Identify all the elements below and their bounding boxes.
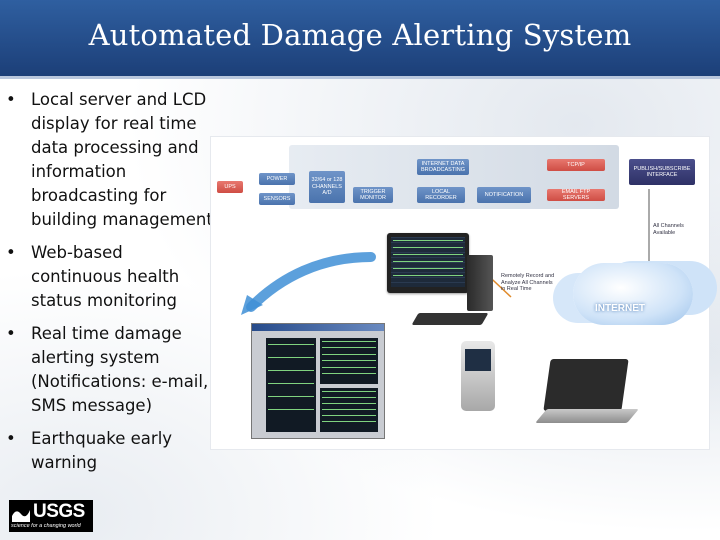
notification-box: NOTIFICATION (477, 187, 531, 203)
monitor-screen (391, 237, 465, 287)
keyboard (411, 313, 489, 325)
bullet-marker: • (6, 324, 16, 343)
waveform-trace (268, 383, 314, 385)
sensors-box: SENSORS (259, 193, 295, 205)
waveform-trace (322, 372, 376, 374)
waveform-trace (322, 409, 376, 411)
internet-cloud (573, 263, 693, 325)
bullet-list: • Local server and LCD display for real t… (0, 88, 215, 484)
system-diagram-figure: UPS POWER SENSORS 32/64 or 128 CHANNELS … (210, 136, 710, 450)
waveform-trace (393, 240, 463, 241)
slide-title: Automated Damage Alerting System (88, 18, 632, 52)
waveform-trace (268, 396, 314, 398)
waveform-trace (393, 261, 463, 262)
desktop-monitor (387, 233, 469, 293)
waveform-trace (268, 369, 314, 371)
bullet-marker: • (6, 429, 16, 448)
bullet-text: Real time damage alerting system (Notifi… (31, 324, 209, 415)
local-recorder-box: LOCAL RECORDER (417, 187, 465, 203)
waveform-trace (322, 347, 376, 349)
waveform-trace (322, 421, 376, 423)
bullet-item: • Web-based continuous health status moni… (0, 241, 215, 313)
phone-screen (465, 349, 491, 371)
waveform-trace (322, 415, 376, 417)
waveform-trace (268, 356, 314, 358)
bullet-marker: • (6, 243, 16, 262)
waveform-panel-left (266, 338, 316, 432)
usgs-tagline: science for a changing world (11, 523, 81, 529)
bullet-item: • Local server and LCD display for real t… (0, 88, 215, 232)
mobile-phone (461, 341, 495, 411)
title-divider (0, 76, 720, 79)
internet-data-broadcasting-box: INTERNET DATA BROADCASTING (417, 159, 469, 175)
bullet-item: • Earthquake early warning (0, 427, 215, 475)
email-ftp-servers-box: EMAIL FTP SERVERS (547, 189, 605, 201)
power-box: POWER (259, 173, 295, 185)
tcpip-box: TCP/IP (547, 159, 605, 171)
waveform-trace (268, 343, 314, 345)
waveform-trace (322, 340, 376, 342)
waveform-trace (322, 396, 376, 398)
usgs-wave-icon (12, 510, 30, 522)
monitoring-software-window (251, 323, 385, 439)
remote-analysis-note: Remotely Record and Analyze All Channels… (501, 273, 555, 292)
waveform-trace (322, 360, 376, 362)
bullet-marker: • (6, 90, 16, 109)
ups-box: UPS (217, 181, 243, 193)
waveform-trace (393, 275, 463, 276)
waveform-panel-right-top (320, 338, 378, 384)
laptop-screen (543, 359, 629, 411)
waveform-trace (322, 366, 376, 368)
waveform-trace (322, 390, 376, 392)
waveform-trace (268, 409, 314, 411)
usgs-logo: USGS science for a changing world (9, 500, 93, 532)
title-bar (0, 0, 720, 76)
waveform-trace (393, 254, 463, 255)
internet-label: INTERNET (595, 303, 645, 314)
laptop-base (535, 409, 639, 423)
bullet-text: Local server and LCD display for real ti… (31, 90, 213, 229)
ad-channels-box: 32/64 or 128 CHANNELS A/D (309, 171, 345, 203)
software-title-bar (252, 324, 384, 331)
trigger-monitor-box: TRIGGER MONITOR (353, 187, 393, 203)
bullet-text: Earthquake early warning (31, 429, 173, 472)
connector-lines (241, 189, 650, 315)
pc-tower (467, 255, 493, 311)
waveform-trace (393, 268, 463, 269)
waveform-trace (322, 402, 376, 404)
publish-subscribe-box: PUBLISH/SUBSCRIBE INTERFACE (629, 159, 695, 185)
all-channels-note: All Channels Available (653, 223, 684, 236)
waveform-panel-right-bottom (320, 388, 378, 432)
waveform-trace (393, 247, 463, 248)
bullet-item: • Real time damage alerting system (Notif… (0, 322, 215, 418)
usgs-wordmark: USGS (33, 501, 85, 522)
waveform-trace (322, 353, 376, 355)
bullet-text: Web-based continuous health status monit… (31, 243, 180, 310)
